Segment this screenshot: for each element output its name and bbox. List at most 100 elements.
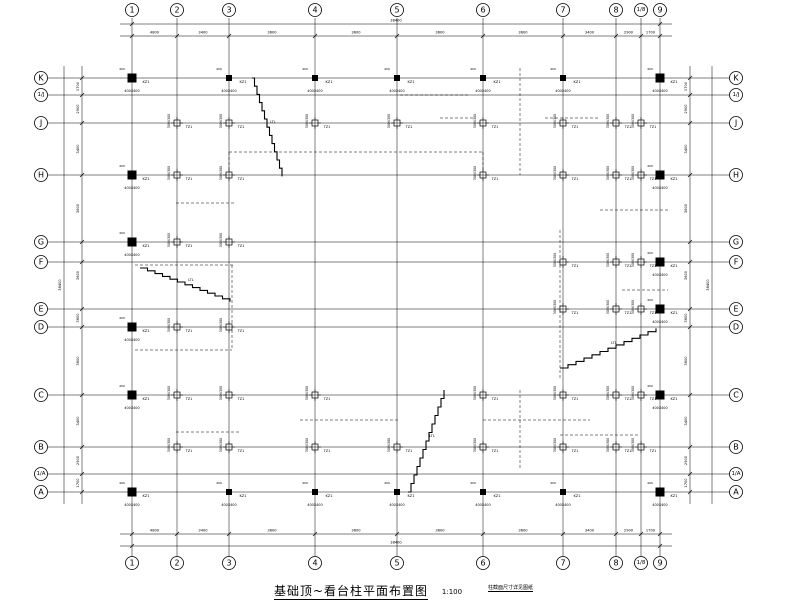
column-size-label: 400X400 — [555, 503, 570, 507]
dimension-text: 3600 — [267, 529, 277, 533]
column-tz-label: TZ1 — [237, 397, 245, 401]
dimension-text: 2900 — [684, 455, 688, 465]
axis-bubble-label: 2 — [174, 559, 179, 568]
column-size-label: 300X300 — [305, 438, 309, 452]
column-size-label: 400X400 — [221, 503, 236, 507]
dimension-tick — [687, 306, 693, 312]
axis-bubble — [170, 3, 184, 17]
axis-bubble-label: 3 — [226, 6, 231, 15]
dimension-tick — [638, 531, 644, 537]
axis-bubble-label: 2 — [174, 6, 179, 15]
column-tz-label: TZ1 — [491, 397, 499, 401]
column-kz-label: KZ1 — [573, 494, 580, 498]
dimension-text: 3600 — [76, 203, 80, 213]
column-dim-label: 400 — [647, 67, 653, 71]
dimension-text: 1700 — [684, 478, 688, 488]
dimension-text: 3600 — [435, 31, 445, 35]
dimension-tick — [312, 33, 318, 39]
column-size-label: 300X300 — [387, 438, 391, 452]
dimension-tick — [79, 172, 85, 178]
column-kz — [655, 390, 665, 400]
column-dim-label: 400 — [216, 481, 222, 485]
dimension-tick — [657, 543, 663, 549]
column-dim-label: 400 — [119, 231, 125, 235]
column-size-label: 300X300 — [219, 318, 223, 332]
axis-bubble-label: 7 — [560, 559, 565, 568]
dimension-tick — [480, 33, 486, 39]
axis-bubble — [729, 235, 743, 249]
column-tz-label: TZ1 — [649, 397, 657, 401]
dimension-tick — [79, 489, 85, 495]
axis-bubble — [308, 3, 322, 17]
dimension-text: 3400 — [198, 529, 208, 533]
column-size-label: 300X300 — [553, 438, 557, 452]
column-size-label: 300X300 — [631, 300, 635, 314]
column-tz-label: TZ1 — [649, 311, 657, 315]
dimension-tick — [480, 531, 486, 537]
dimension-text: 3400 — [684, 416, 688, 426]
axis-bubble-label: 9 — [657, 6, 662, 15]
column-kz — [394, 75, 400, 81]
stair-run-right — [560, 328, 657, 369]
column-kz-label: KZ1 — [142, 397, 149, 401]
dimension-text: 1700 — [76, 478, 80, 488]
axis-bubble-label: A — [38, 488, 44, 497]
axis-bubble-label: J — [39, 119, 42, 128]
dimension-text: 1700 — [646, 529, 656, 533]
dimension-text: 3400 — [684, 144, 688, 154]
axis-bubble — [729, 440, 743, 454]
column-dim-label: 400 — [119, 164, 125, 168]
axis-bubble-label: 5 — [394, 559, 399, 568]
axis-bubble — [125, 556, 139, 570]
dimension-text-total: 38400 — [58, 279, 62, 291]
axis-bubble-label: 4 — [312, 6, 317, 15]
column-tz-label: TZ1 — [323, 125, 331, 129]
dimension-text: 2900 — [684, 104, 688, 114]
axis-bubble — [34, 235, 48, 249]
axis-bubble — [222, 556, 236, 570]
column-size-label: 300X300 — [219, 166, 223, 180]
axis-bubble — [34, 388, 48, 402]
column-tz-label: TZ1 — [323, 397, 331, 401]
column-size-label: 300X300 — [606, 253, 610, 267]
dimension-tick — [79, 306, 85, 312]
dimension-tick — [129, 33, 135, 39]
column-size-label: 300X300 — [167, 318, 171, 332]
column-size-label: 400X400 — [389, 89, 404, 93]
column-kz-label: KZ1 — [493, 494, 500, 498]
column-kz — [394, 489, 400, 495]
column-dim-label: 400 — [470, 67, 476, 71]
column-tz-label: TZ1 — [571, 397, 579, 401]
drawing-scale: 1:100 — [441, 587, 463, 596]
axis-bubble-label: 8 — [613, 559, 618, 568]
column-dim-label: 400 — [302, 67, 308, 71]
column-dim-label: 400 — [647, 251, 653, 255]
axis-bubble — [476, 556, 490, 570]
axis-bubble — [390, 556, 404, 570]
column-size-label: 300X300 — [167, 233, 171, 247]
dimension-text: 1700 — [684, 81, 688, 91]
column-size-label: 300X300 — [553, 386, 557, 400]
dimension-text: 3600 — [76, 356, 80, 366]
column-kz — [560, 489, 566, 495]
stair-run-left — [140, 267, 231, 302]
dimension-text: 3400 — [198, 31, 208, 35]
column-size-label: 300X300 — [553, 166, 557, 180]
axis-bubble — [34, 168, 48, 182]
dimension-text: 3600 — [351, 529, 361, 533]
column-size-label: 400X400 — [652, 273, 667, 277]
column-tz-label: TZ1 — [237, 329, 245, 333]
axis-bubble-label: E — [733, 305, 738, 314]
axis-bubble — [34, 320, 48, 334]
column-dim-label: 400 — [470, 481, 476, 485]
dimension-tick — [226, 33, 232, 39]
dimension-tick — [687, 489, 693, 495]
column-size-label: 400X400 — [389, 503, 404, 507]
dimension-text: 3600 — [351, 31, 361, 35]
column-kz-label: KZ1 — [142, 329, 149, 333]
axis-bubble — [729, 388, 743, 402]
axis-bubble-label: 1/A — [731, 471, 740, 477]
axis-bubble-label: 1 — [129, 6, 134, 15]
dimension-text: 3600 — [684, 270, 688, 280]
